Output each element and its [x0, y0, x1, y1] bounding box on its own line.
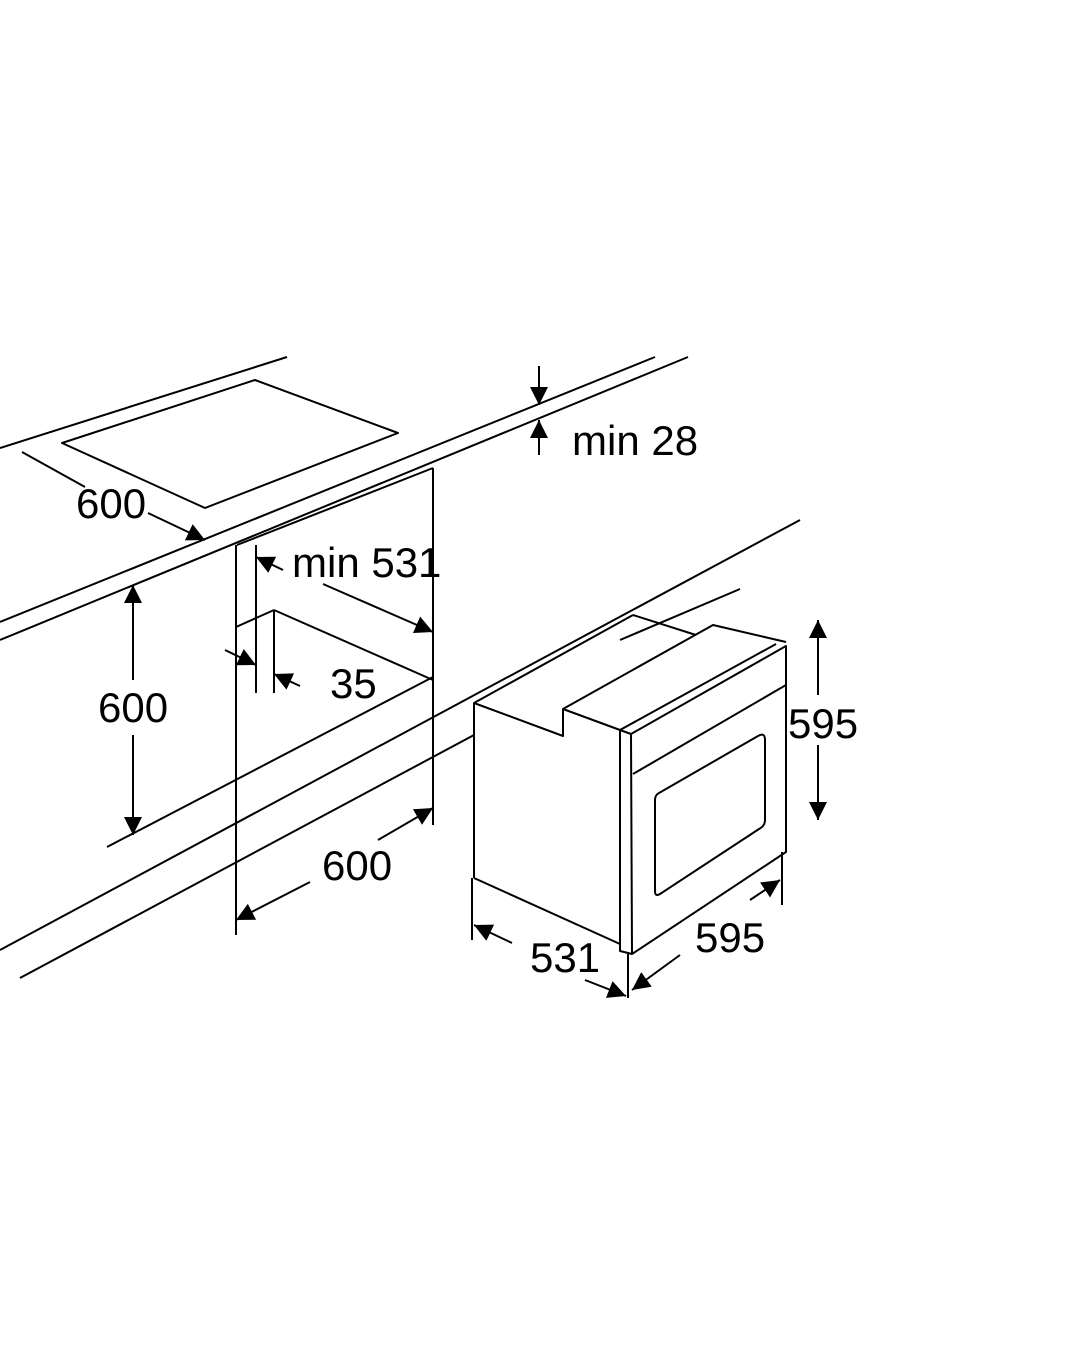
oven-window: [654, 733, 766, 896]
oven-depth-label: 531: [530, 934, 600, 981]
niche-width-dimension: [235, 807, 434, 921]
back-gap-dimension: [224, 649, 301, 690]
niche-height-label: 600: [98, 684, 168, 731]
countertop-thickness-label: min 28: [572, 417, 698, 464]
niche-depth-dimension: [255, 556, 434, 634]
niche-depth-label: min 531: [292, 539, 441, 586]
back-gap-label: 35: [330, 660, 377, 707]
oven: [473, 614, 787, 955]
oven-height-label: 595: [788, 700, 858, 747]
hob-depth-label: 600: [76, 480, 146, 527]
oven-depth-dimension: [471, 878, 629, 998]
niche-width-label: 600: [322, 842, 392, 889]
hob: [61, 379, 399, 509]
plinth-lines: [0, 519, 801, 979]
oven-width-dimension: [631, 852, 783, 991]
hob-depth-dimension: [21, 451, 206, 541]
oven-width-label: 595: [695, 914, 765, 961]
